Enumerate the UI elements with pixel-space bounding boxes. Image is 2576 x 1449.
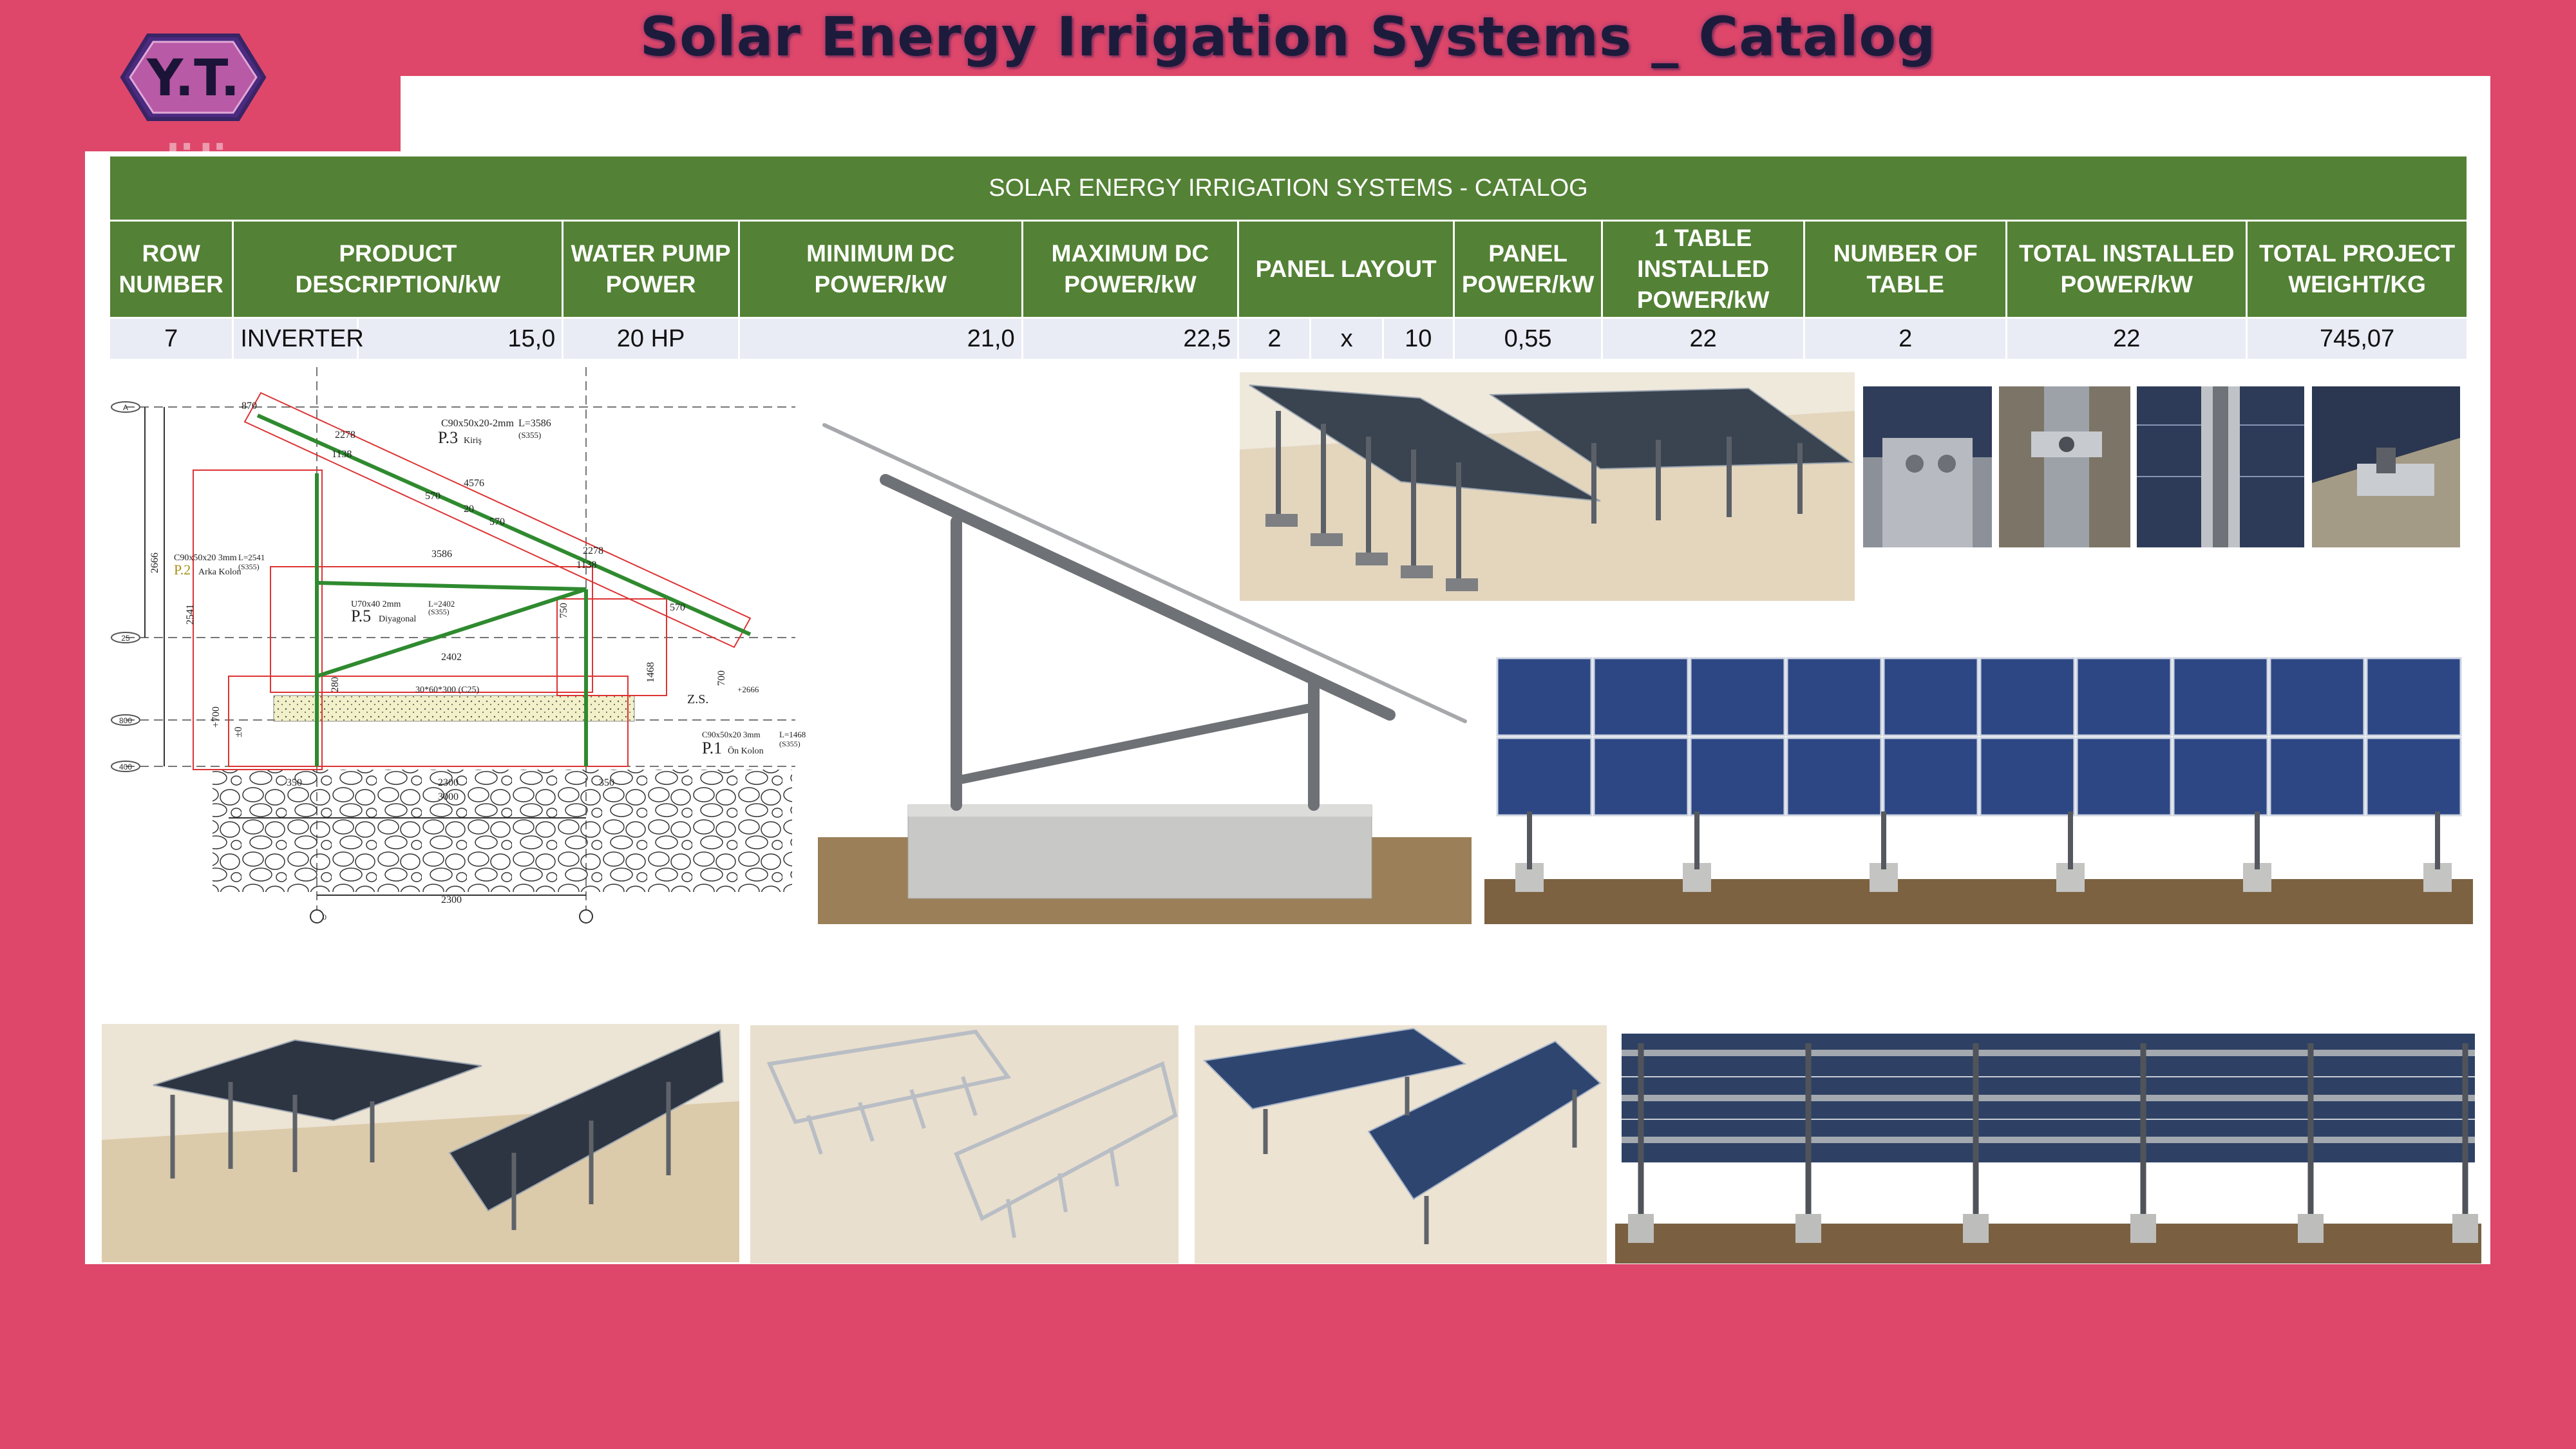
svg-text:L=2541: L=2541 <box>238 553 265 562</box>
cell-table-installed-power: 22 <box>1601 317 1805 361</box>
header-row-number: ROW NUMBER <box>108 220 234 319</box>
svg-text:P.5: P.5 <box>351 607 371 625</box>
cell-row-number: 7 <box>108 317 234 361</box>
svg-text:3000: 3000 <box>438 791 459 802</box>
svg-text:20: 20 <box>464 504 474 515</box>
cell-water-pump-power: 20 HP <box>562 317 740 361</box>
svg-text:+2666: +2666 <box>737 685 759 694</box>
svg-text:(S355): (S355) <box>518 430 541 440</box>
svg-text:Z.S.: Z.S. <box>687 692 708 706</box>
svg-text:(S355): (S355) <box>238 562 260 571</box>
svg-text:1468: 1468 <box>645 662 656 683</box>
clamp-detail-3 <box>2137 386 2304 547</box>
svg-text:2278: 2278 <box>583 545 603 556</box>
svg-text:L=3586: L=3586 <box>518 418 551 429</box>
cell-number-of-table: 2 <box>1803 317 2008 361</box>
logo-text: Y.T. <box>146 50 240 108</box>
svg-text:350: 350 <box>599 777 614 788</box>
svg-text:Diyagonal: Diyagonal <box>379 614 416 624</box>
cell-total-project-weight: 745,07 <box>2246 317 2468 361</box>
cell-layout-cols: 10 <box>1381 317 1455 361</box>
header-panel-layout: PANEL LAYOUT <box>1237 220 1455 319</box>
svg-text:800: 800 <box>119 716 132 725</box>
cell-layout-x: x <box>1309 317 1384 361</box>
svg-text:570: 570 <box>489 516 505 527</box>
svg-text:4576: 4576 <box>464 478 484 489</box>
front-panel-array <box>1484 657 2473 924</box>
svg-text:C90x50x20 3mm: C90x50x20 3mm <box>702 730 761 739</box>
svg-text:(S355): (S355) <box>779 739 800 748</box>
svg-text:L=1468: L=1468 <box>779 730 806 739</box>
svg-text:3586: 3586 <box>431 549 452 560</box>
header-table-installed-power: 1 TABLE INSTALLED POWER/kW <box>1601 220 1805 319</box>
clamp-detail-4 <box>2312 386 2460 547</box>
header-total-installed-power: TOTAL INSTALLED POWER/kW <box>2005 220 2248 319</box>
cell-product-kw: 15,0 <box>356 317 564 361</box>
frame-render-bottom-2 <box>750 1025 1179 1264</box>
header-panel-power: PANEL POWER/kW <box>1452 220 1604 319</box>
header-maximum-dc: MAXIMUM DC POWER/kW <box>1021 220 1240 319</box>
svg-text:±0: ±0 <box>233 726 244 737</box>
cell-panel-power: 0,55 <box>1452 317 1604 361</box>
svg-text:2666: 2666 <box>149 553 160 573</box>
yt-logo: Y.T. Y.T. <box>120 33 267 176</box>
svg-text:Arka Kolon: Arka Kolon <box>198 567 242 577</box>
clamp-detail-1 <box>1863 386 1992 547</box>
svg-text:A: A <box>123 403 128 412</box>
svg-text:570: 570 <box>670 602 685 613</box>
panel-render-bottom-3 <box>1195 1025 1607 1264</box>
svg-text:P.2: P.2 <box>174 562 191 578</box>
header-number-of-table: NUMBER OF TABLE <box>1803 220 2008 319</box>
header-total-project-weight: TOTAL PROJECT WEIGHT/KG <box>2246 220 2468 319</box>
svg-text:1138: 1138 <box>332 449 352 460</box>
svg-text:570: 570 <box>425 491 440 502</box>
header-minimum-dc: MINIMUM DC POWER/kW <box>737 220 1023 319</box>
svg-text:2300: 2300 <box>441 895 462 905</box>
svg-text:2278: 2278 <box>335 430 355 440</box>
svg-text:750: 750 <box>558 603 569 618</box>
back-panel-array <box>1615 1034 2481 1264</box>
svg-text:L=2402: L=2402 <box>428 599 455 609</box>
svg-text:25: 25 <box>121 634 130 643</box>
svg-text:+700: +700 <box>211 706 222 728</box>
svg-text:280: 280 <box>330 677 341 692</box>
cell-total-installed-power: 22 <box>2005 317 2248 361</box>
header-product-description: PRODUCT DESCRIPTION/kW <box>232 220 564 319</box>
catalog-sheet-top <box>401 76 2490 153</box>
catalog-title: SOLAR ENERGY IRRIGATION SYSTEMS - CATALO… <box>108 155 2468 222</box>
svg-text:2300: 2300 <box>438 777 459 788</box>
svg-text:1138: 1138 <box>576 560 596 571</box>
svg-text:P.1: P.1 <box>702 739 722 757</box>
svg-text:2402: 2402 <box>441 652 462 663</box>
svg-text:2541: 2541 <box>185 604 196 625</box>
cell-minimum-dc: 21,0 <box>737 317 1023 361</box>
svg-text:C90x50x20-2mm: C90x50x20-2mm <box>441 418 514 429</box>
cell-layout-rows: 2 <box>1237 317 1312 361</box>
array-render-bottom-1 <box>102 1024 739 1262</box>
svg-text:Ön Kolon: Ön Kolon <box>728 745 764 756</box>
side-view-render <box>818 423 1472 924</box>
svg-text:870: 870 <box>242 401 257 412</box>
svg-text:(S355): (S355) <box>428 607 450 616</box>
cell-maximum-dc: 22,5 <box>1021 317 1240 361</box>
svg-text:P.3: P.3 <box>438 428 458 447</box>
header-water-pump-power: WATER PUMP POWER <box>562 220 740 319</box>
catalog-table: SOLAR ENERGY IRRIGATION SYSTEMS - CATALO… <box>108 155 2468 361</box>
svg-text:Kiriş: Kiriş <box>464 436 482 446</box>
page-title: Solar Energy Irrigation Systems _ Catalo… <box>639 5 1937 68</box>
svg-text:U70x40 2mm: U70x40 2mm <box>351 600 401 609</box>
svg-text:350: 350 <box>287 777 302 788</box>
clamp-detail-2 <box>1999 386 2130 547</box>
svg-text:700: 700 <box>716 670 727 686</box>
array-render-top <box>1240 372 1855 601</box>
svg-text:C90x50x20 3mm: C90x50x20 3mm <box>174 553 237 563</box>
svg-text:400: 400 <box>119 762 132 772</box>
svg-text:30*60*300 (C25): 30*60*300 (C25) <box>415 685 480 695</box>
technical-drawing: A 25 800 400 870 2278 1138 C90x50x20-2mm… <box>111 367 806 923</box>
cell-product: INVERTER <box>232 317 364 361</box>
